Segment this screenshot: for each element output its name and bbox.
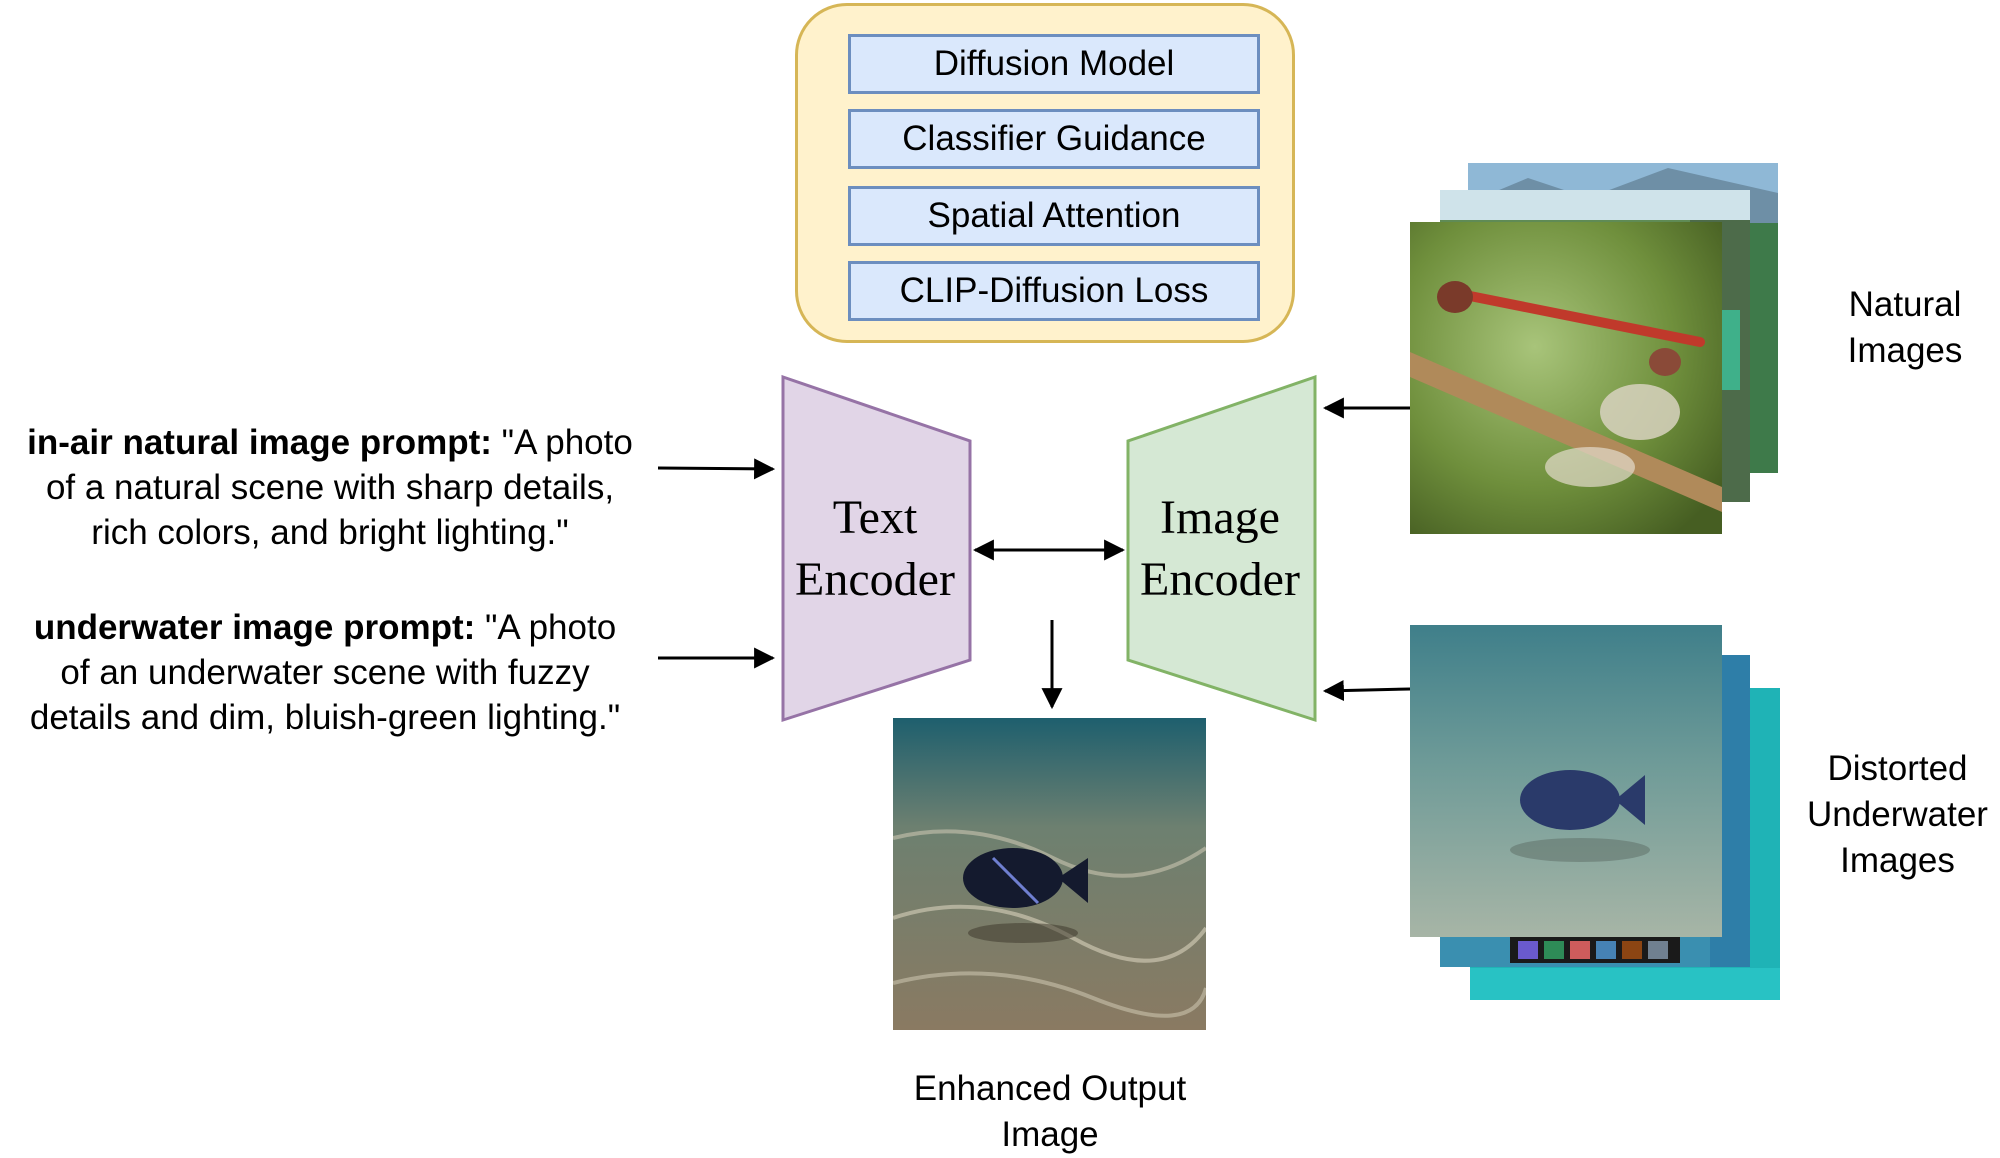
natural-image-front [1410,222,1722,534]
underwater-prompt-label: underwater image prompt: [33,608,476,647]
underwater-prompt: underwater image prompt: "A photo of an … [29,608,621,737]
distorted-underwater-images-label: Distorted Underwater Images [1807,749,1988,880]
classifier-guidance-box: Classifier Guidance [848,109,1260,169]
natural-images-label: Natural Images [1847,285,1963,370]
clip-diffusion-loss-box: CLIP-Diffusion Loss [848,261,1260,321]
enhanced-output-label: Enhanced Output Image [913,1069,1187,1154]
underwater-image-front [1410,625,1722,937]
diffusion-model-box: Diffusion Model [848,34,1260,94]
image-encoder-label: Image Encoder [1140,491,1300,606]
enhanced-output-image [893,718,1206,1030]
in-air-prompt-arrow [657,458,776,480]
in-air-prompt-label: in-air natural image prompt: [27,423,492,462]
method-components-box: Diffusion Model Classifier Guidance Spat… [795,3,1295,343]
image-encoder-shape [1126,374,1317,723]
spatial-attention-box: Spatial Attention [848,186,1260,246]
in-air-prompt: in-air natural image prompt: "A photo of… [27,423,633,552]
text-encoder-shape [781,374,972,723]
text-encoder-label: Text Encoder [795,491,955,606]
distorted-images-arrow [1322,680,1411,702]
